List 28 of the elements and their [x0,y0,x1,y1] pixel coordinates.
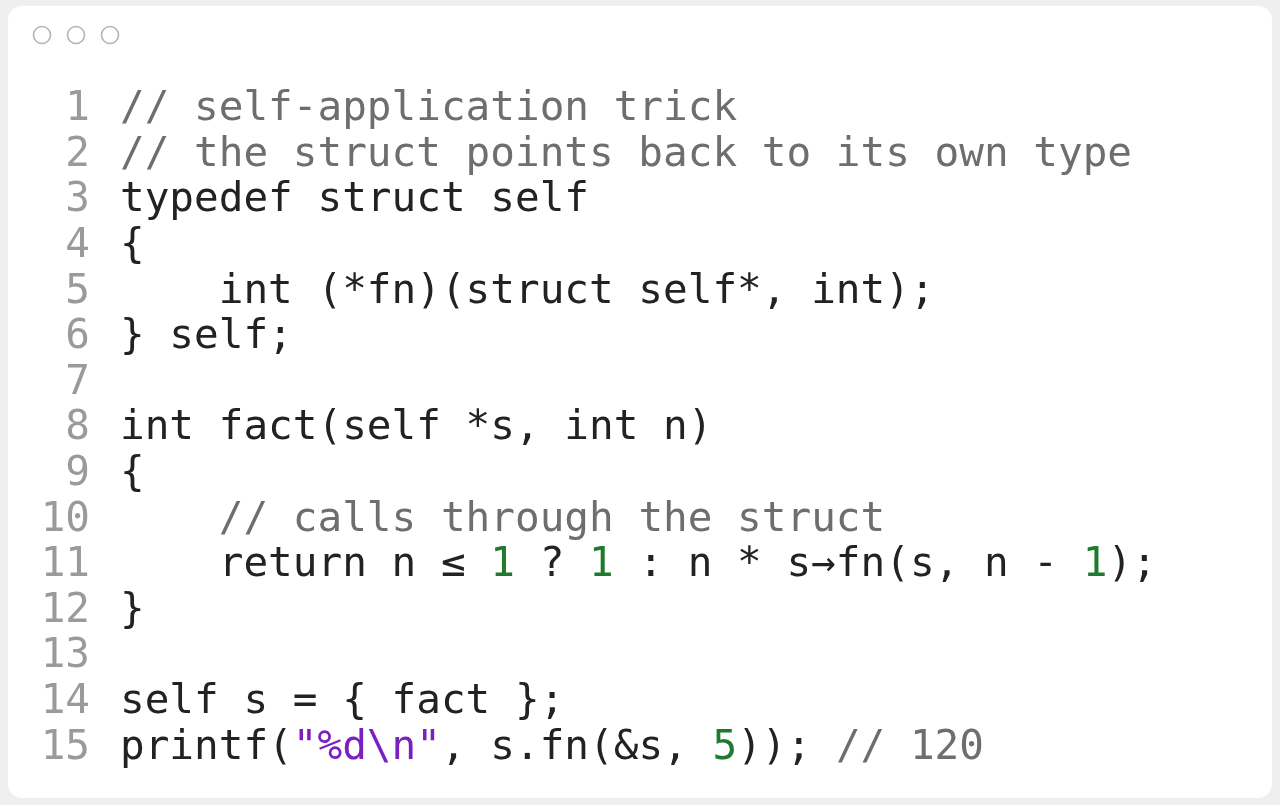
line-number: 1 [64,86,90,128]
line-number: 10 [39,496,90,538]
line-number: 15 [39,724,90,766]
line-number: 11 [39,542,90,584]
line-number: 12 [39,587,90,629]
code-line: int (*fn)(struct self*, int); [217,268,935,310]
line-number: 9 [64,451,90,493]
line-number: 5 [64,268,90,310]
code-line: return n ≤ 1 ? 1 : n * s→fn(s, n - 1); [217,542,1157,584]
code-line: printf("%d\n", s.fn(&s, 5)); // 120 [120,724,984,766]
code-line: typedef struct self [120,177,589,219]
line-number: 4 [64,223,90,265]
code-line: self s = { fact }; [120,679,565,720]
code-line: } [120,587,145,629]
line-number: 8 [64,405,90,447]
code-line: { [120,223,145,265]
code-line: { [120,451,145,493]
line-number: 3 [64,177,90,219]
code-line: int fact(self *s, int n) [120,405,713,447]
code-line: // the struct points back to its own type [120,131,1133,173]
line-number: 6 [64,314,90,356]
line-number: 13 [39,633,90,675]
line-number: 7 [64,359,90,401]
line-number: 14 [39,679,90,720]
code-line: // calls through the struct [217,496,886,538]
line-number: 2 [64,131,90,173]
code-line: } self; [120,314,293,356]
code-line: // self-application trick [120,86,738,128]
